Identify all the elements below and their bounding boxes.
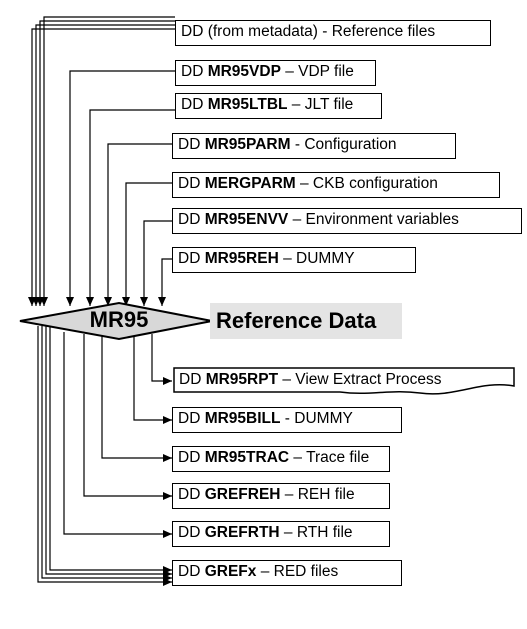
output-box-grefrth: DD GREFRTH – RTH file bbox=[172, 521, 390, 547]
connectors-outputs bbox=[63, 332, 172, 538]
input-box-mr95reh: DD MR95REH – DUMMY bbox=[172, 247, 416, 273]
reference-data-label: Reference Data bbox=[210, 303, 402, 339]
connector-grefrth bbox=[63, 332, 172, 538]
connector-mergparm bbox=[122, 182, 172, 306]
output-box-mr95rpt: DD MR95RPT – View Extract Process bbox=[179, 371, 442, 388]
connector-mr95vdp bbox=[66, 70, 175, 306]
output-box-grefreh: DD GREFREH – REH file bbox=[172, 483, 390, 509]
input-box-reference-files: DD (from metadata) - Reference files bbox=[175, 20, 491, 46]
output-box-mr95trac: DD MR95TRAC – Trace file bbox=[172, 446, 390, 472]
connector-mr95reh bbox=[158, 258, 172, 306]
input-box-mr95envv: DD MR95ENVV – Environment variables bbox=[172, 208, 522, 234]
document-shape-mr95rpt bbox=[173, 367, 515, 395]
connector-mr95rpt bbox=[151, 334, 172, 385]
input-box-mr95vdp: DD MR95VDP – VDP file bbox=[175, 60, 376, 86]
connector-red-files-out bbox=[37, 326, 172, 586]
connector-grefreh bbox=[83, 334, 172, 500]
output-box-grefx: DD GREFx – RED files bbox=[172, 560, 402, 586]
connectors-inputs bbox=[66, 70, 175, 306]
input-box-mr95parm: DD MR95PARM - Configuration bbox=[172, 133, 456, 159]
input-box-mergparm: DD MERGPARM – CKB configuration bbox=[172, 172, 500, 198]
output-box-mr95bill: DD MR95BILL - DUMMY bbox=[172, 407, 402, 433]
connector-mr95envv bbox=[140, 220, 172, 306]
connector-reference-files-in bbox=[28, 16, 175, 306]
connector-mr95bill bbox=[133, 336, 172, 424]
hub-label: MR95 bbox=[89, 307, 149, 332]
connector-mr95ltbl bbox=[86, 109, 175, 306]
connector-mr95parm bbox=[104, 143, 172, 306]
input-box-mr95ltbl: DD MR95LTBL – JLT file bbox=[175, 93, 382, 119]
connector-mr95trac bbox=[101, 336, 172, 462]
